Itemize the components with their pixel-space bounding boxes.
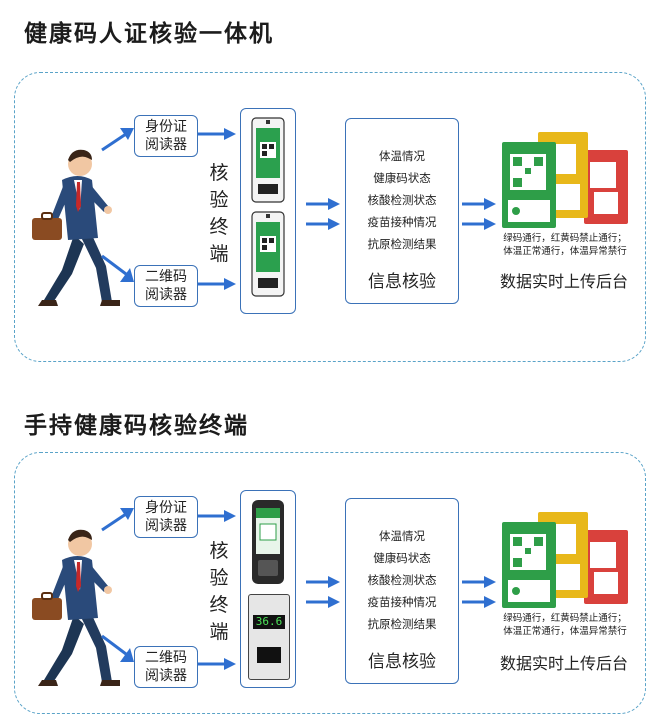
kiosk-device-icon: [251, 117, 285, 297]
info-check-title: 信息核验: [368, 652, 436, 672]
info-check-title: 信息核验: [368, 272, 436, 292]
terminal-label-char: 验: [209, 189, 229, 211]
qr-reader-line-1: 二维码: [145, 269, 187, 285]
walking-businessman-icon: [32, 529, 120, 686]
id-reader-line-1: 身份证: [145, 119, 187, 135]
info-item: 疫苗接种情况: [367, 595, 437, 609]
terminal-label-char: 核: [209, 540, 229, 562]
arrow-right-icon: [101, 508, 134, 532]
arrow-right-icon: [198, 658, 236, 670]
scanner-window: [257, 647, 281, 663]
qr-code-reader: 二维码 阅读器: [134, 646, 198, 688]
info-item: 抗原检测结果: [367, 617, 437, 631]
info-item: 健康码状态: [373, 551, 431, 565]
temperature-display: 36.6: [253, 615, 285, 629]
terminal-label-char: 终: [209, 594, 229, 616]
info-item: 抗原检测结果: [367, 237, 437, 251]
terminal-label-char: 验: [209, 567, 229, 589]
data-sync-label: 数据实时上传后台: [499, 272, 628, 291]
id-reader-line-2: 阅读器: [145, 137, 187, 153]
info-items: 体温情况 健康码状态 核酸检测状态 疫苗接种情况 抗原检测结果: [346, 145, 458, 255]
info-item: 体温情况: [379, 149, 425, 163]
data-sync-label: 数据实时上传后台: [499, 654, 628, 673]
terminal-label: 核 验 终 端: [208, 538, 230, 646]
caption-line: 绿码通行，红黄码禁止通行；: [503, 233, 627, 244]
walking-businessman-icon: [32, 149, 120, 306]
section-1-title: 健康码人证核验一体机: [24, 21, 274, 47]
info-item: 疫苗接种情况: [367, 215, 437, 229]
arrow-right-icon: [198, 510, 236, 522]
terminal-label-char: 核: [209, 162, 229, 184]
handheld-device-icon: [252, 500, 284, 584]
caption-line: 体温正常通行，体温异常禁行: [503, 246, 627, 257]
qr-code-reader: 二维码 阅读器: [134, 265, 198, 307]
id-card-reader: 身份证 阅读器: [134, 115, 198, 157]
terminal-label: 核 验 终 端: [208, 160, 230, 268]
section-2-title: 手持健康码核验终端: [24, 413, 249, 439]
info-item: 核酸检测状态: [367, 193, 437, 207]
arrow-right-icon: [306, 198, 340, 230]
id-reader-line-2: 阅读器: [145, 518, 187, 534]
health-code-cards: [502, 132, 628, 228]
terminal-label-char: 端: [209, 621, 229, 643]
qr-reader-line-1: 二维码: [145, 650, 187, 666]
info-item: 健康码状态: [373, 171, 431, 185]
arrow-right-icon: [462, 576, 496, 608]
info-item: 核酸检测状态: [367, 573, 437, 587]
id-reader-line-1: 身份证: [145, 500, 187, 516]
qr-reader-line-2: 阅读器: [145, 287, 187, 303]
pass-rule-caption: 绿码通行，红黄码禁止通行； 体温正常通行，体温异常禁行: [490, 612, 640, 638]
arrow-right-icon: [462, 198, 496, 230]
info-items: 体温情况 健康码状态 核酸检测状态 疫苗接种情况 抗原检测结果: [346, 525, 458, 635]
pass-rule-caption: 绿码通行，红黄码禁止通行； 体温正常通行，体温异常禁行: [490, 232, 640, 258]
info-check-box: 体温情况 健康码状态 核酸检测状态 疫苗接种情况 抗原检测结果 信息核验: [345, 118, 459, 304]
temperature-terminal: 36.6: [248, 594, 290, 680]
qr-reader-line-2: 阅读器: [145, 668, 187, 684]
arrow-right-icon: [198, 278, 236, 290]
info-item: 体温情况: [379, 529, 425, 543]
caption-line: 体温正常通行，体温异常禁行: [503, 626, 627, 637]
terminal-label-char: 端: [209, 243, 229, 265]
terminal-label-char: 终: [209, 216, 229, 238]
id-card-reader: 身份证 阅读器: [134, 496, 198, 538]
caption-line: 绿码通行，红黄码禁止通行；: [503, 613, 627, 624]
health-code-cards: [502, 512, 628, 608]
info-check-box: 体温情况 健康码状态 核酸检测状态 疫苗接种情况 抗原检测结果 信息核验: [345, 498, 459, 684]
arrow-right-icon: [198, 128, 236, 140]
arrow-right-icon: [101, 634, 134, 662]
arrow-right-icon: [306, 576, 340, 608]
arrow-right-icon: [101, 254, 134, 282]
arrow-right-icon: [101, 128, 134, 152]
